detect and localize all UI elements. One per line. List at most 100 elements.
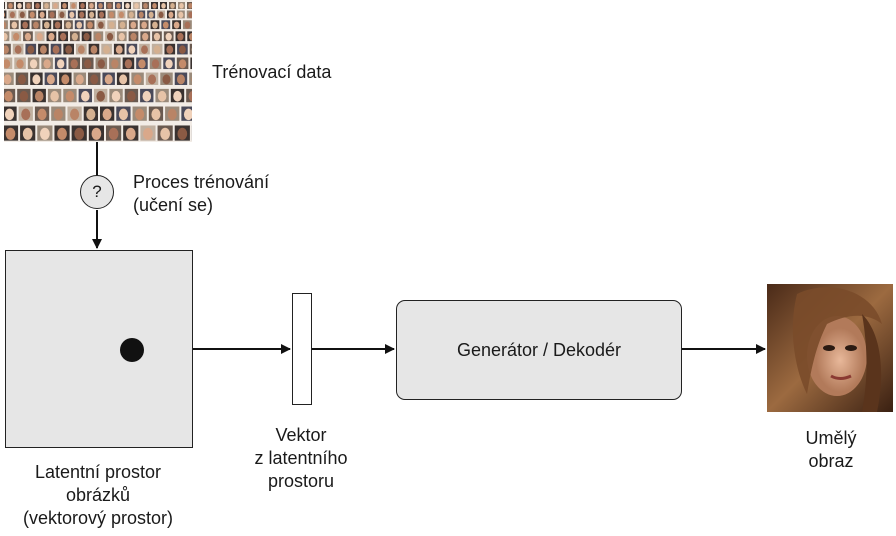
face-thumbnail xyxy=(140,31,151,42)
face-thumbnail xyxy=(157,125,173,141)
face-thumbnail xyxy=(78,88,92,103)
face-thumbnail xyxy=(28,10,37,19)
training-faces-image xyxy=(4,0,192,142)
face-thumbnail xyxy=(139,20,149,30)
face-thumbnail xyxy=(157,10,165,19)
face-thumbnail xyxy=(170,88,185,103)
face-thumbnail xyxy=(20,20,30,30)
generator-decoder-box: Generátor / Dekodér xyxy=(396,300,682,400)
output-label: Umělý obraz xyxy=(790,427,872,473)
face-thumbnail xyxy=(128,20,138,30)
face-thumbnail xyxy=(163,57,175,70)
generator-label: Generátor / Dekodér xyxy=(456,339,622,360)
face-thumbnail xyxy=(52,2,59,9)
face-thumbnail xyxy=(186,88,192,103)
face-thumbnail xyxy=(124,2,131,9)
face-thumbnail xyxy=(59,72,72,85)
face-thumbnail xyxy=(79,2,86,9)
latent-space-box xyxy=(5,250,193,448)
face-thumbnail xyxy=(64,20,73,30)
training-process-label: Proces trénování (učení se) xyxy=(133,171,269,217)
face-thumbnail xyxy=(174,125,190,141)
face-thumbnail xyxy=(34,106,50,121)
face-thumbnail xyxy=(23,31,33,42)
face-thumbnail xyxy=(38,10,47,19)
face-thumbnail xyxy=(4,88,16,103)
face-thumbnail xyxy=(124,88,139,103)
face-thumbnail xyxy=(25,43,37,55)
face-thumbnail xyxy=(76,43,87,55)
vector-label-line-3: prostoru xyxy=(267,471,335,491)
training-data-label: Trénovací data xyxy=(212,62,332,82)
face-thumbnail xyxy=(160,2,167,9)
face-thumbnail xyxy=(183,20,192,30)
latent-space-label: Latentní prostor obrázků (vektorový pros… xyxy=(0,461,196,530)
face-thumbnail xyxy=(123,125,139,141)
face-thumbnail xyxy=(4,125,19,141)
face-thumbnail xyxy=(164,43,176,55)
latent-label-line-2: obrázků xyxy=(65,485,131,505)
face-thumbnail xyxy=(167,10,175,19)
face-thumbnail xyxy=(160,72,173,85)
face-thumbnail xyxy=(178,2,185,9)
face-thumbnail xyxy=(175,31,186,42)
face-thumbnail xyxy=(155,88,169,103)
face-thumbnail xyxy=(14,57,26,70)
face-thumbnail xyxy=(176,57,189,70)
face-thumbnail xyxy=(77,10,86,19)
latent-label-line-3: (vektorový prostor) xyxy=(22,508,174,528)
face-thumbnail xyxy=(12,43,24,55)
face-thumbnail xyxy=(132,106,147,121)
face-thumbnail xyxy=(181,106,192,121)
face-thumbnail xyxy=(109,57,121,70)
face-thumbnail xyxy=(107,20,117,30)
face-thumbnail xyxy=(147,10,156,19)
face-thumbnail xyxy=(116,106,131,121)
face-thumbnail xyxy=(105,31,115,42)
face-thumbnail xyxy=(34,2,41,9)
face-thumbnail xyxy=(15,72,29,85)
face-thumbnail xyxy=(58,10,66,19)
vector-label-line-2: z latentního xyxy=(254,448,348,468)
face-thumbnail xyxy=(37,125,53,141)
face-thumbnail xyxy=(97,10,106,19)
face-thumbnail xyxy=(109,88,123,103)
face-thumbnail xyxy=(51,106,66,121)
face-thumbnail xyxy=(187,2,192,9)
face-thumbnail xyxy=(93,31,104,42)
face-thumbnail xyxy=(116,31,127,42)
output-label-line-2: obraz xyxy=(808,451,854,471)
face-thumbnail xyxy=(139,43,150,55)
face-thumbnail xyxy=(32,88,46,103)
face-thumbnail xyxy=(137,10,146,19)
face-thumbnail xyxy=(30,72,43,85)
question-circle: ? xyxy=(80,175,114,209)
face-thumbnail xyxy=(61,2,68,9)
question-mark: ? xyxy=(92,182,102,201)
face-thumbnail xyxy=(116,72,130,85)
face-thumbnail xyxy=(115,2,122,9)
face-thumbnail xyxy=(4,2,5,9)
face-thumbnail xyxy=(101,43,112,55)
face-thumbnail xyxy=(41,57,53,70)
face-thumbnail xyxy=(8,10,17,19)
face-thumbnail xyxy=(38,43,49,55)
face-thumbnail xyxy=(148,106,164,121)
face-thumbnail xyxy=(126,43,138,55)
generated-portrait-image xyxy=(767,284,893,412)
face-thumbnail xyxy=(68,57,80,70)
face-thumbnail xyxy=(81,31,92,42)
face-thumbnail xyxy=(4,10,7,19)
face-thumbnail xyxy=(46,31,57,42)
face-thumbnail xyxy=(169,2,176,9)
face-thumbnail xyxy=(7,2,14,9)
face-thumbnail xyxy=(4,20,8,30)
face-thumbnail xyxy=(87,10,96,19)
face-thumbnail xyxy=(145,72,159,85)
face-thumbnail xyxy=(118,20,127,30)
face-thumbnail xyxy=(83,106,98,121)
face-thumbnail xyxy=(50,43,62,55)
face-thumbnail xyxy=(85,20,95,30)
face-thumbnail xyxy=(4,31,10,42)
face-thumbnail xyxy=(88,72,101,85)
